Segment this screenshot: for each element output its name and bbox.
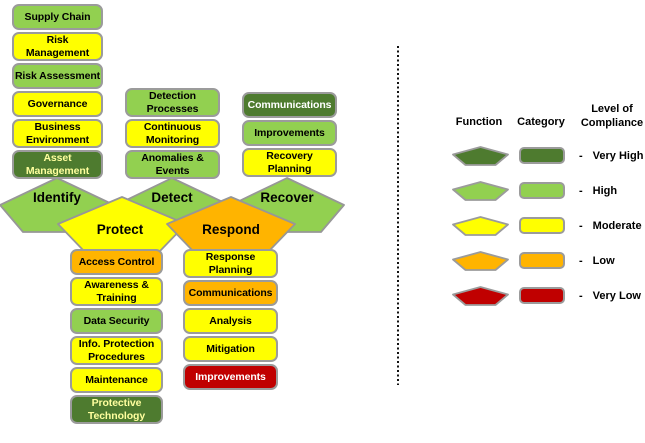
legend-label: Moderate [592, 219, 642, 232]
pentagon-shape [452, 145, 509, 166]
legend-row-moderate: - Moderate [440, 208, 645, 243]
function-pentagon-swatch [452, 250, 509, 271]
identify-arrow-label: Identify [32, 190, 81, 205]
category-box-communications-respond: Communications [183, 280, 278, 306]
pentagon-shape [452, 285, 509, 306]
identify-category-column: Supply Chain Risk Management Risk Assess… [12, 4, 103, 179]
category-rect-swatch [519, 252, 565, 269]
category-rect-swatch [519, 287, 565, 304]
legend-header-function: Function [455, 116, 503, 128]
category-box-mitigation: Mitigation [183, 336, 278, 362]
respond-arrow-label: Respond [202, 222, 260, 237]
legend-label: Very High [592, 149, 644, 162]
legend-dash: - [579, 254, 583, 267]
legend-row-very-high: - Very High [440, 138, 645, 173]
legend-dash: - [579, 289, 583, 302]
category-box-risk-management: Risk Management [12, 32, 103, 61]
category-box-continuous-monitoring: Continuous Monitoring [125, 119, 220, 148]
recover-category-column: Communications Improvements Recovery Pla… [242, 92, 337, 177]
category-box-awareness-training: Awareness & Training [70, 277, 163, 306]
category-box-protective-technology: Protective Technology [70, 395, 163, 424]
legend-header-category: Category [517, 116, 565, 128]
legend-dash: - [579, 219, 583, 232]
category-box-analysis: Analysis [183, 308, 278, 334]
category-box-info-protection-procedures: Info. Protection Procedures [70, 336, 163, 365]
dotted-divider-line [397, 46, 399, 385]
legend-label: Very Low [592, 289, 641, 302]
legend-row-high: - High [440, 173, 645, 208]
category-box-risk-assessment: Risk Assessment [12, 63, 103, 89]
pentagon-shape [452, 180, 509, 201]
category-box-improvements-respond: Improvements [183, 364, 278, 390]
detect-arrow-label: Detect [151, 190, 193, 205]
category-box-business-environment: Business Environment [12, 119, 103, 148]
pentagon-shape [452, 250, 509, 271]
category-box-recovery-planning: Recovery Planning [242, 148, 337, 177]
legend: - Very High - High - Moderate - Low [440, 138, 645, 313]
respond-category-column: Response Planning Communications Analysi… [183, 249, 278, 390]
legend-label: Low [592, 254, 615, 267]
legend-header-compliance: Level of Compliance [580, 103, 644, 129]
category-box-asset-management: Asset Management [12, 150, 103, 179]
protect-category-column: Access Control Awareness & Training Data… [70, 249, 163, 424]
pentagon-shape [452, 215, 509, 236]
category-rect-swatch [519, 147, 565, 164]
protect-arrow-label: Protect [96, 222, 144, 237]
category-rect-swatch [519, 217, 565, 234]
function-pentagon-swatch [452, 180, 509, 201]
function-arrows-graphic [0, 177, 345, 252]
category-box-supply-chain: Supply Chain [12, 4, 103, 30]
function-pentagon-swatch [452, 145, 509, 166]
category-box-anomalies-events: Anomalies & Events [125, 150, 220, 179]
category-box-detection-processes: Detection Processes [125, 88, 220, 117]
legend-label: High [592, 184, 618, 197]
category-box-governance: Governance [12, 91, 103, 117]
function-pentagon-swatch [452, 215, 509, 236]
legend-row-very-low: - Very Low [440, 278, 645, 313]
recover-arrow-label: Recover [260, 190, 314, 205]
category-box-maintenance: Maintenance [70, 367, 163, 393]
protect-function-arrow [57, 196, 187, 252]
detect-category-column: Detection Processes Continuous Monitorin… [125, 88, 220, 179]
legend-dash: - [579, 149, 583, 162]
category-box-communications-recover: Communications [242, 92, 337, 118]
category-box-data-security: Data Security [70, 308, 163, 334]
respond-function-arrow [166, 196, 296, 252]
category-rect-swatch [519, 182, 565, 199]
category-box-response-planning: Response Planning [183, 249, 278, 278]
legend-row-low: - Low [440, 243, 645, 278]
category-box-access-control: Access Control [70, 249, 163, 275]
category-box-improvements-recover: Improvements [242, 120, 337, 146]
function-pentagon-swatch [452, 285, 509, 306]
legend-dash: - [579, 184, 583, 197]
